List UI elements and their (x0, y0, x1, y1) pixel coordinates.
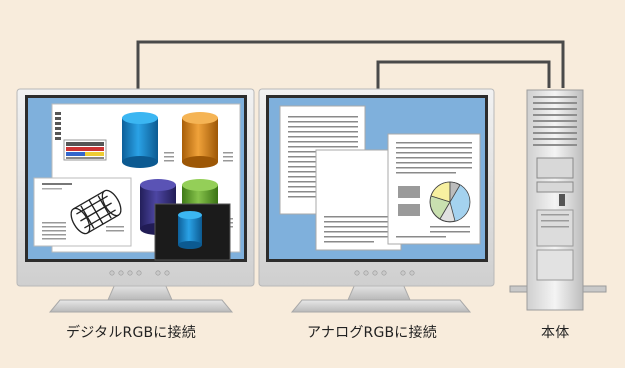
cable-analog (376, 60, 551, 93)
analog-rgb-label: アナログRGBに接続 (307, 325, 437, 341)
digital-monitor-icon (16, 88, 255, 313)
render-window (154, 203, 231, 261)
analog-monitor-icon (258, 88, 495, 313)
wireframe-document (33, 177, 132, 247)
chart-document (387, 133, 481, 245)
main-unit-label: 本体 (541, 325, 570, 341)
digital-rgb-label: デジタルRGBに接続 (66, 325, 196, 341)
cable-digital (136, 40, 565, 93)
pie-chart-icon (429, 181, 471, 223)
tower-pc-icon (509, 89, 607, 311)
